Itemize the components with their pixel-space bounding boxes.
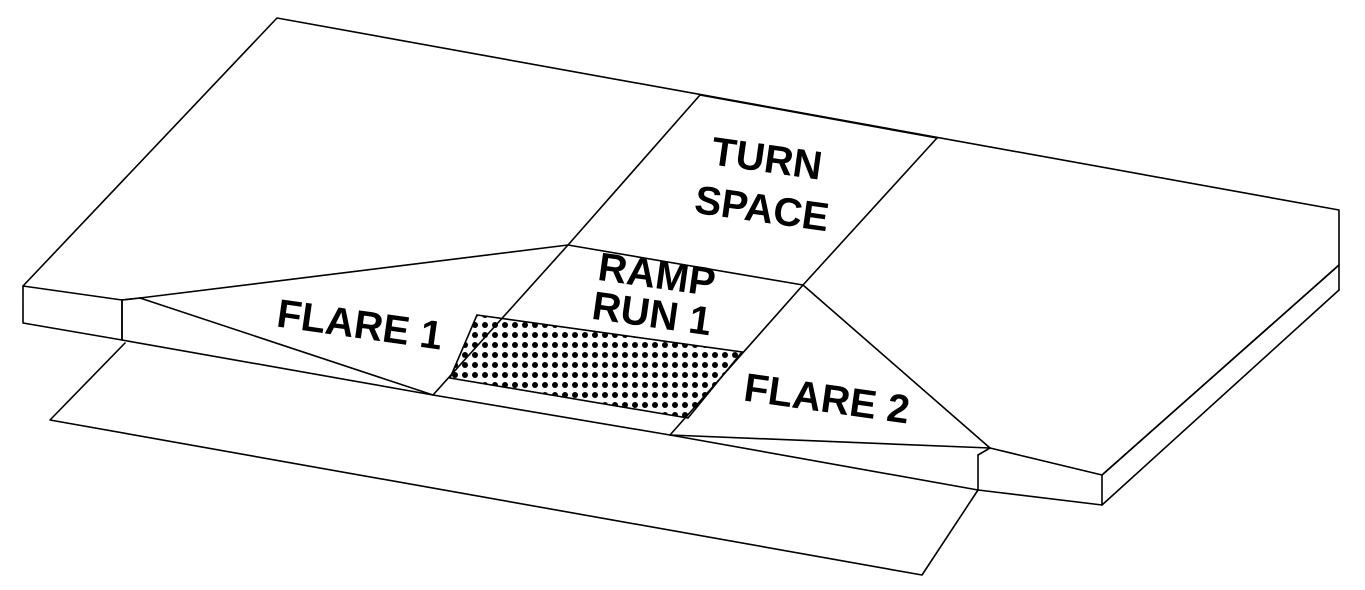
turn-space-area <box>567 94 938 286</box>
flare-2-area <box>669 284 991 491</box>
detectable-warning-dots <box>448 314 744 419</box>
street-plane <box>49 342 979 576</box>
turn-space-label-line1: TURN <box>709 130 825 189</box>
flare-1-area <box>121 244 569 396</box>
ramp-run-area <box>432 244 804 436</box>
sidewalk-slab <box>22 17 1340 506</box>
flare-2-label: FLARE 2 <box>741 366 912 433</box>
flare-1-label: FLARE 1 <box>274 292 445 359</box>
